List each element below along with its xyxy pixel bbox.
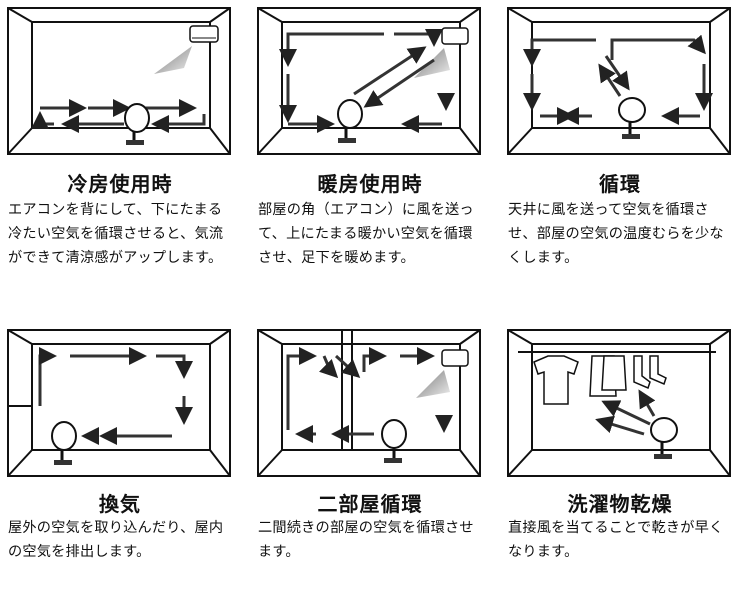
airflow-arrow-icon [595, 389, 656, 436]
section-two-room: 二部屋循環 二間続きの部屋の空気を循環させます。 [250, 322, 490, 608]
airflow-arrow-icon [279, 29, 455, 133]
section-description: 天井に風を送って空気を循環させ、部屋の空気の温度むらを少なくします。 [508, 202, 724, 266]
circulator-fan-icon [650, 417, 678, 459]
air-conditioner-icon [189, 25, 219, 43]
section-description: 直接風を当てることで乾きが早くなります。 [508, 520, 724, 560]
circulator-fan-icon [337, 99, 363, 143]
airflow-arrow-icon [523, 34, 713, 125]
laundry-illustration [507, 329, 731, 477]
air-conditioner-icon [441, 349, 469, 367]
circulator-fan-icon [381, 419, 407, 463]
ventilation-illustration [7, 329, 231, 477]
air-conditioner-icon [441, 27, 469, 45]
airflow-arrow-icon [31, 99, 206, 133]
circulation-illustration [507, 7, 731, 155]
section-title: 暖房使用時 [317, 172, 423, 196]
circulator-fan-icon [124, 103, 150, 145]
airflow-arrow-icon [38, 347, 193, 445]
heating-illustration [257, 7, 481, 155]
circulator-fan-icon [618, 97, 646, 139]
section-laundry: 洗濯物乾燥 直接風を当てることで乾きが早くなります。 [500, 322, 740, 608]
section-title: 冷房使用時 [67, 172, 173, 196]
partition-wall [341, 329, 353, 451]
section-title: 循環 [599, 172, 641, 196]
section-title: 換気 [99, 492, 141, 516]
section-description: 屋外の空気を取り込んだり、屋内の空気を排出します。 [8, 520, 224, 560]
section-cooling: 冷房使用時 エアコンを背にして、下にたまる冷たい空気を循環させると、気流ができて… [0, 0, 240, 286]
section-description: 二間続きの部屋の空気を循環させます。 [258, 520, 474, 560]
air-outflow-icon [416, 370, 450, 398]
section-ventilation: 換気 屋外の空気を取り込んだり、屋内の空気を排出します。 [0, 322, 240, 608]
cooling-illustration [7, 7, 231, 155]
airflow-arrow-icon [286, 347, 453, 443]
section-title: 二部屋循環 [317, 492, 423, 516]
two-room-illustration [257, 329, 481, 477]
laundry-icon [533, 355, 667, 405]
section-description: エアコンを背にして、下にたまる冷たい空気を循環させると、気流ができて清涼感がアッ… [8, 202, 224, 266]
circulator-fan-icon [51, 421, 77, 465]
section-heating: 暖房使用時 部屋の角（エアコン）に風を送って、上にたまる暖かい空気を循環させ、足… [250, 0, 490, 286]
section-circulation: 循環 天井に風を送って空気を循環させ、部屋の空気の温度むらを少なくします。 [500, 0, 740, 286]
section-description: 部屋の角（エアコン）に風を送って、上にたまる暖かい空気を循環させ、足下を暖めます… [258, 202, 474, 266]
cold-air-icon [154, 46, 192, 74]
section-title: 洗濯物乾燥 [567, 492, 673, 516]
